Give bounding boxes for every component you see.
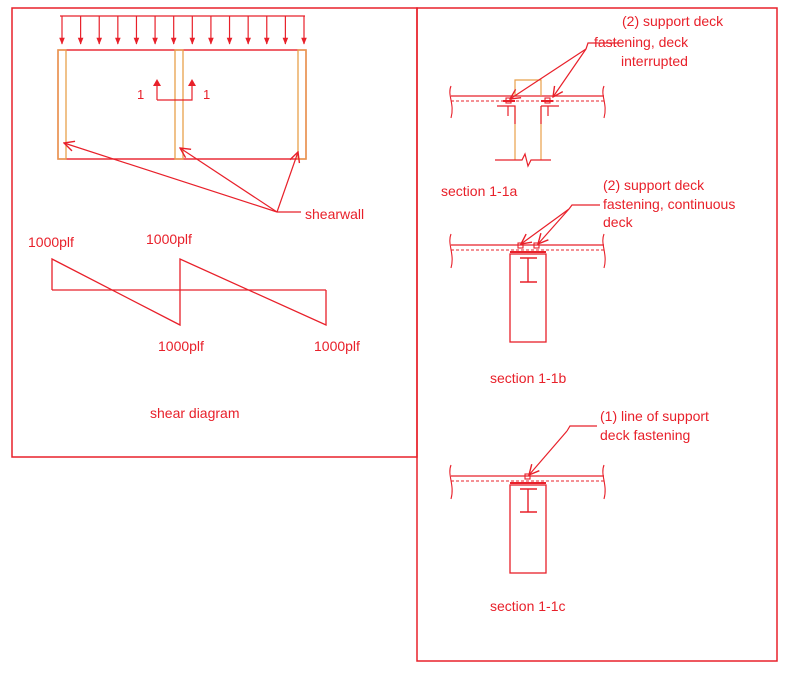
- section-1-1c: (1) line of support deck fastening secti…: [449, 408, 709, 614]
- beam-shape: [520, 488, 537, 513]
- note-1-1b-line-1: (2) support deck: [603, 177, 705, 193]
- deck-break-right: [602, 85, 606, 119]
- note-1-1c-arrow: [529, 430, 568, 475]
- left-panel-frame: [11, 7, 418, 458]
- shearwall-left: [57, 49, 67, 160]
- note-1-1b-leader: [568, 204, 600, 210]
- note-1-1b-line-2: fastening, continuous: [603, 196, 735, 212]
- shear-curve: [51, 257, 327, 327]
- beam-block: [509, 253, 547, 343]
- shear-label-top-middle: 1000plf: [146, 231, 192, 247]
- section-1-1a: (2) support deck fastening, deck interru…: [441, 13, 724, 199]
- note-1-1c-line-2: deck fastening: [600, 427, 690, 443]
- section-1-1b: (2) support deck fastening, continuous d…: [449, 177, 735, 386]
- shearwall-right: [297, 49, 307, 160]
- deck-break-left: [449, 464, 453, 500]
- section-1-1c-title: section 1-1c: [490, 598, 565, 614]
- section-1-1a-title: section 1-1a: [441, 183, 517, 199]
- shear-label-bottom-middle: 1000plf: [158, 338, 204, 354]
- section-mark-left: 1: [137, 87, 144, 102]
- shear-diagram: 1000plf 1000plf 1000plf 1000plf shear di…: [28, 231, 360, 421]
- beam-shape: [520, 257, 537, 283]
- shear-label-top-left: 1000plf: [28, 234, 74, 250]
- deck-break-right: [602, 464, 606, 500]
- shearwall-middle: [174, 49, 184, 160]
- angle-right: [540, 105, 559, 124]
- fastener-right: [544, 97, 551, 104]
- note-1-1c-line-1: (1) line of support: [600, 408, 709, 424]
- plan-view: 1 1 shearwall: [57, 49, 364, 222]
- right-panel-frame: [416, 7, 778, 662]
- shear-diagram-title: shear diagram: [150, 405, 240, 421]
- note-1-1a-line-2: fastening, deck: [594, 34, 689, 50]
- note-1-1a-line-1: (2) support deck: [622, 13, 724, 29]
- section-cut-arrow-left: [153, 79, 161, 86]
- angle-left: [497, 105, 516, 124]
- shearwall-leader-1: [64, 143, 278, 213]
- diaphragm-outline: [57, 49, 307, 160]
- left-panel: 1 1 shearwall 1000plf 1000plf 1000plf 10…: [11, 7, 418, 458]
- beam-block: [509, 484, 547, 574]
- note-1-1a-arrow-2: [553, 48, 587, 97]
- fastener-center: [524, 473, 531, 480]
- note-1-1b-arrow-1: [521, 208, 570, 244]
- section-1-1b-title: section 1-1b: [490, 370, 566, 386]
- distributed-load: [59, 15, 307, 45]
- shearwall-leader-3: [276, 152, 298, 213]
- section-mark-right: 1: [203, 87, 210, 102]
- section-cut-arrow-right: [188, 79, 196, 86]
- note-1-1c-leader: [566, 425, 597, 432]
- deck-break-left: [449, 233, 453, 269]
- fastener-right: [533, 242, 540, 249]
- wall-break-line: [495, 152, 551, 168]
- shear-label-bottom-right: 1000plf: [314, 338, 360, 354]
- note-1-1a-leader: [585, 42, 622, 50]
- section-cut-line: [156, 84, 193, 101]
- right-panel: (2) support deck fastening, deck interru…: [416, 7, 778, 662]
- shearwall-label: shearwall: [305, 206, 364, 222]
- note-1-1a-line-3: interrupted: [621, 53, 688, 69]
- shearwall-leader-2: [180, 148, 278, 213]
- note-1-1a-arrow-1: [510, 48, 587, 99]
- deck-break-left: [449, 85, 453, 119]
- note-1-1b-line-3: deck: [603, 214, 634, 230]
- wall-outline: [514, 79, 542, 160]
- deck-break-right: [602, 233, 606, 269]
- fastener-left: [505, 97, 512, 104]
- note-1-1b-arrow-2: [538, 208, 570, 244]
